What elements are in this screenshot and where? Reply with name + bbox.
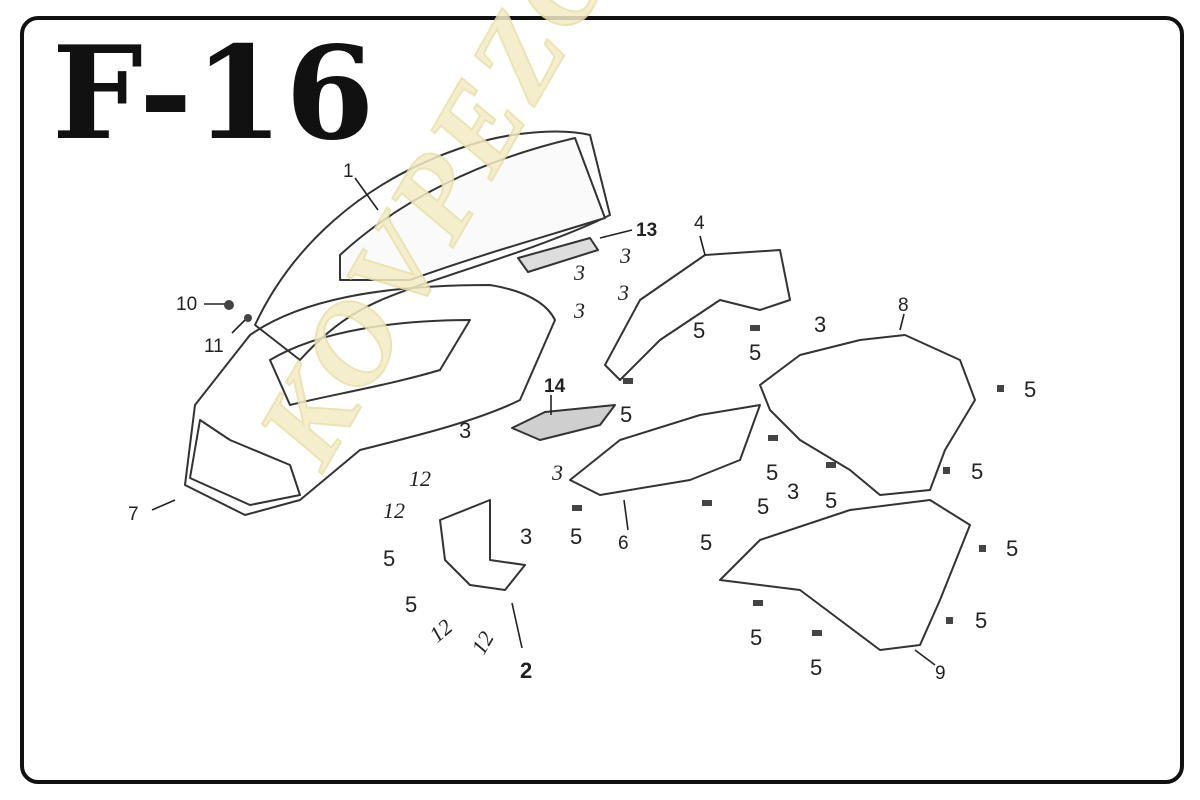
part-7-inner: [269, 319, 471, 406]
callout-5: 5: [749, 340, 762, 365]
callout-5: 5: [700, 530, 713, 555]
callout-7: 7: [128, 504, 139, 525]
fastener-5: [812, 630, 822, 636]
callout-5: 5: [1024, 377, 1037, 402]
callout-5: 5: [825, 488, 838, 513]
leader-8: [899, 313, 905, 331]
part-8-rear-body: [759, 334, 976, 496]
callout-9: 9: [935, 663, 946, 684]
fastener-5: [943, 467, 950, 474]
callout-14: 14: [544, 376, 566, 397]
leader-13: [599, 229, 633, 239]
leader-1: [354, 177, 379, 211]
diagram-border: [20, 16, 1184, 784]
callout-1: 1: [343, 161, 354, 182]
callout-3: 3: [574, 298, 585, 323]
part-2-bracket: [439, 499, 526, 591]
callout-5: 5: [1006, 536, 1019, 561]
callout-3: 3: [620, 243, 631, 268]
part-7-headlight: [189, 419, 301, 506]
callout-3: 3: [814, 312, 827, 337]
callout-5: 5: [766, 460, 779, 485]
callout-3: 3: [552, 460, 563, 485]
leader-6: [623, 499, 629, 531]
callout-5: 5: [693, 318, 706, 343]
fastener-5: [753, 600, 763, 606]
callout-12: 12: [383, 498, 405, 523]
callout-5: 5: [750, 625, 763, 650]
callout-5: 5: [971, 459, 984, 484]
fastener-5: [768, 435, 778, 441]
part-4-side-trim: [604, 249, 791, 381]
callout-5: 5: [405, 592, 418, 617]
fastener-11: [244, 314, 252, 322]
callout-5: 5: [757, 494, 770, 519]
fastener-5: [750, 325, 760, 331]
part-7-front-fairing: [184, 284, 556, 516]
fastener-5: [997, 385, 1004, 392]
callout-2: 2: [520, 658, 533, 683]
leader-7: [151, 499, 176, 511]
fastener-5: [702, 500, 712, 506]
part-14-plate: [511, 404, 616, 441]
callout-3: 3: [787, 479, 800, 504]
callout-10: 10: [176, 294, 198, 315]
callout-12: 12: [409, 466, 431, 491]
callout-3: 3: [618, 280, 629, 305]
fastener-5: [572, 505, 582, 511]
part-1-front-upper: [254, 130, 611, 361]
callout-5: 5: [810, 655, 823, 680]
callout-5: 5: [383, 546, 396, 571]
fastener-5: [979, 545, 986, 552]
leader-11: [231, 319, 246, 334]
callout-11: 11: [204, 336, 224, 357]
callout-4: 4: [694, 213, 705, 234]
diagram-code-title: F-16: [52, 19, 377, 169]
part-6-side-panel: [569, 404, 761, 496]
part-1-front-lower: [339, 137, 606, 281]
part-9-rear-lower: [719, 499, 971, 651]
leader-2: [511, 602, 523, 649]
fastener-5: [946, 617, 953, 624]
callout-13: 13: [636, 220, 658, 241]
callout-8: 8: [898, 295, 909, 316]
leader-9: [914, 649, 936, 666]
callout-5: 5: [620, 402, 633, 427]
callout-6: 6: [618, 533, 629, 554]
part-13-bracket: [517, 237, 599, 273]
callout-5: 5: [570, 524, 583, 549]
callout-3: 3: [574, 260, 585, 285]
fastener-5: [826, 462, 836, 468]
callout-3: 3: [459, 418, 472, 443]
callout-3: 3: [520, 524, 533, 549]
fastener-10: [224, 300, 234, 310]
callout-5: 5: [975, 608, 988, 633]
leader-4: [699, 235, 706, 256]
fastener-5: [623, 378, 633, 384]
